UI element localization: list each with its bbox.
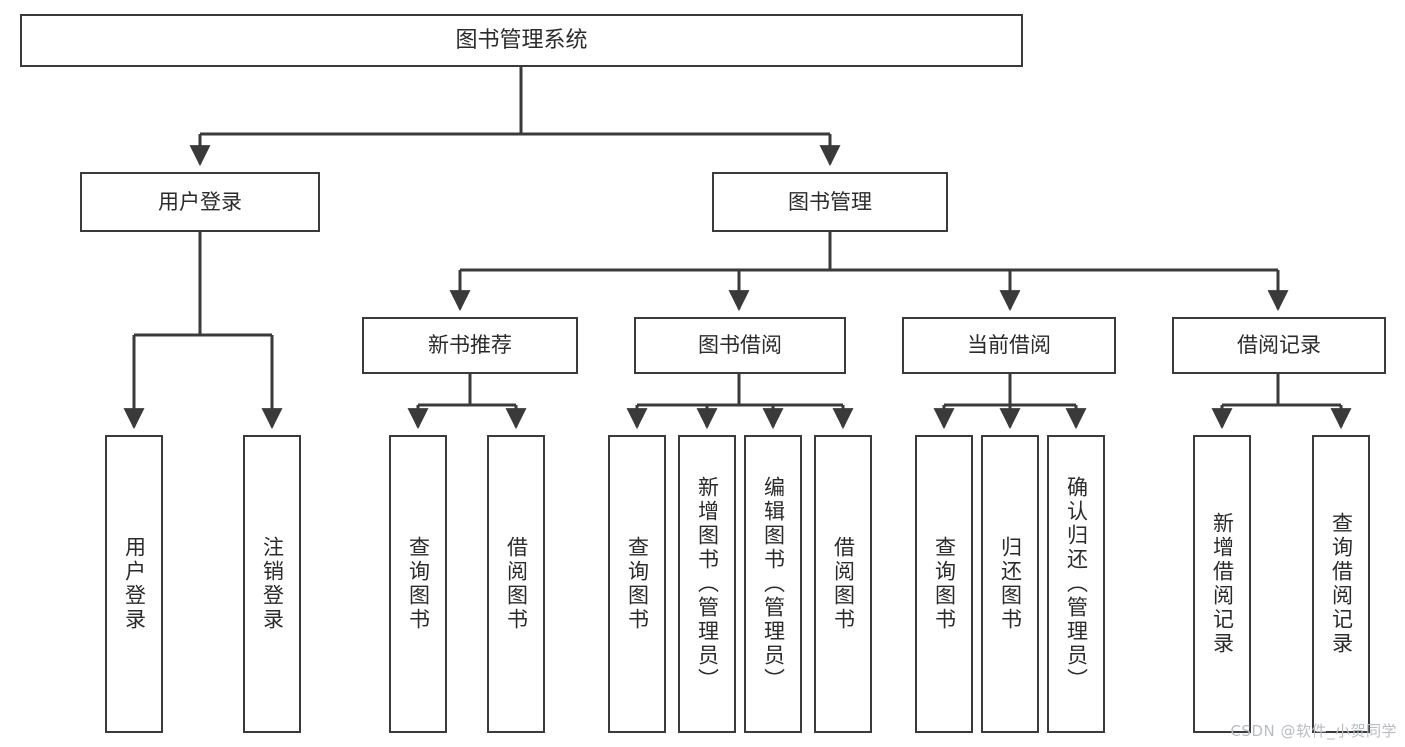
node-new-book-recommend[interactable]: 新书推荐 [362, 317, 578, 374]
node-current-borrow-label: 当前借阅 [967, 333, 1051, 358]
node-leaf-user-login-login-label: 用户登录 [122, 536, 147, 632]
node-borrow-record[interactable]: 借阅记录 [1172, 317, 1386, 374]
node-leaf-borrow-add-book-label: 新增图书（管理员） [695, 476, 720, 692]
node-root-system[interactable]: 图书管理系统 [20, 14, 1023, 67]
node-leaf-borrow-edit-book-label: 编辑图书（管理员） [761, 476, 786, 692]
node-leaf-borrow-add-book[interactable]: 新增图书（管理员） [678, 435, 736, 733]
node-leaf-newbook-query[interactable]: 查询图书 [389, 435, 447, 733]
node-leaf-user-login-logout[interactable]: 注销登录 [243, 435, 301, 733]
node-leaf-record-add[interactable]: 新增借阅记录 [1193, 435, 1251, 733]
node-current-borrow[interactable]: 当前借阅 [902, 317, 1116, 374]
node-root-system-label: 图书管理系统 [455, 27, 588, 53]
node-leaf-borrow-query-label: 查询图书 [625, 536, 650, 632]
node-leaf-record-query[interactable]: 查询借阅记录 [1312, 435, 1370, 733]
node-leaf-newbook-borrow-label: 借阅图书 [504, 536, 529, 632]
node-leaf-borrow-borrow-book-label: 借阅图书 [831, 536, 856, 632]
node-leaf-current-query-label: 查询图书 [932, 536, 957, 632]
node-book-management-label: 图书管理 [788, 189, 872, 214]
node-borrow-record-label: 借阅记录 [1237, 333, 1321, 358]
node-book-management[interactable]: 图书管理 [712, 172, 948, 232]
node-book-borrow-label: 图书借阅 [698, 333, 782, 358]
node-leaf-current-return[interactable]: 归还图书 [981, 435, 1039, 733]
node-new-book-recommend-label: 新书推荐 [428, 333, 512, 358]
node-leaf-current-confirm-return-label: 确认归还（管理员） [1064, 476, 1089, 692]
node-user-login[interactable]: 用户登录 [80, 172, 320, 232]
node-leaf-current-return-label: 归还图书 [998, 536, 1023, 632]
node-leaf-borrow-query[interactable]: 查询图书 [608, 435, 666, 733]
node-leaf-newbook-query-label: 查询图书 [406, 536, 431, 632]
node-leaf-current-confirm-return[interactable]: 确认归还（管理员） [1047, 435, 1105, 733]
node-leaf-user-login-logout-label: 注销登录 [260, 536, 285, 632]
node-leaf-newbook-borrow[interactable]: 借阅图书 [487, 435, 545, 733]
node-user-login-label: 用户登录 [158, 189, 242, 214]
node-leaf-borrow-edit-book[interactable]: 编辑图书（管理员） [744, 435, 802, 733]
node-leaf-record-add-label: 新增借阅记录 [1210, 512, 1235, 656]
node-book-borrow[interactable]: 图书借阅 [634, 317, 846, 374]
node-leaf-borrow-borrow-book[interactable]: 借阅图书 [814, 435, 872, 733]
node-leaf-user-login-login[interactable]: 用户登录 [105, 435, 163, 733]
node-leaf-record-query-label: 查询借阅记录 [1329, 512, 1354, 656]
node-leaf-current-query[interactable]: 查询图书 [915, 435, 973, 733]
